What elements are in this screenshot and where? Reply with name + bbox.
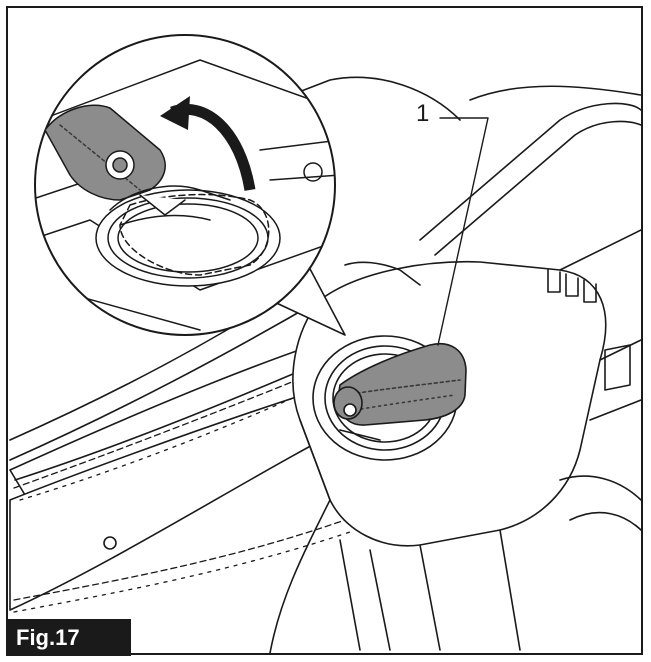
figure-label: Fig.17 [6,619,131,656]
callout-number-1: 1 [416,100,430,127]
rotation-arrow-icon [160,96,256,191]
zoom-cap-handle [44,104,186,216]
saw-chain [13,349,371,613]
zoom-detail-circle [34,34,336,336]
guide-bar [9,329,381,611]
callout-leader-1 [437,117,489,346]
oil-tank-cap [333,343,467,441]
